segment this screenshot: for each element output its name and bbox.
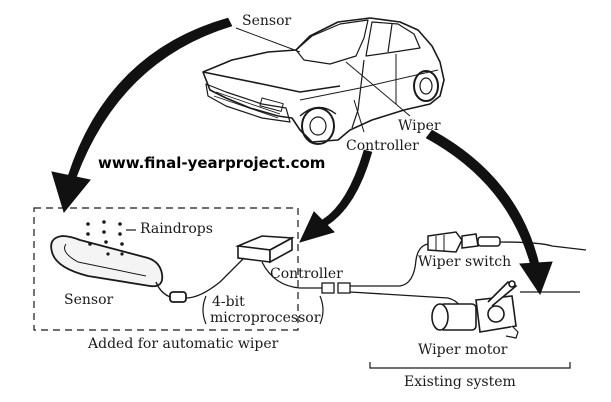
wiper-motor-label: Wiper motor [418,342,508,358]
sensor-top-label: Sensor [242,13,292,29]
microprocessor-label: 4-bit microprocessor [202,294,324,326]
existing-system-label: Existing system [404,374,516,390]
added-label: Added for automatic wiper [87,336,279,352]
sensor-label: Sensor [64,292,114,308]
controller-arrow-head [299,211,335,243]
wiper-switch [427,231,501,253]
arrows [51,17,553,296]
microprocessor-label-bottom: microprocessor [210,310,321,326]
wiper-motor [431,280,519,339]
microprocessor-label-top: 4-bit [212,294,245,310]
car-illustration [202,17,445,145]
wiper-arrow-head [519,261,553,296]
controller-label: Controller [270,266,343,282]
wiper-switch-label: Wiper switch [418,254,511,270]
controller-car-label: Controller [346,138,419,154]
wiper-label: Wiper [398,118,441,134]
watermark: www.final-yearproject.com [98,154,325,172]
existing-system-bracket [369,362,571,369]
sensor-arrow-head [51,171,91,214]
controller-box [234,235,295,264]
sensor-unit [50,235,187,303]
automatic-wiper-boundary [33,207,299,331]
raindrops-label: Raindrops [140,221,213,237]
raindrops-icon [86,220,124,256]
